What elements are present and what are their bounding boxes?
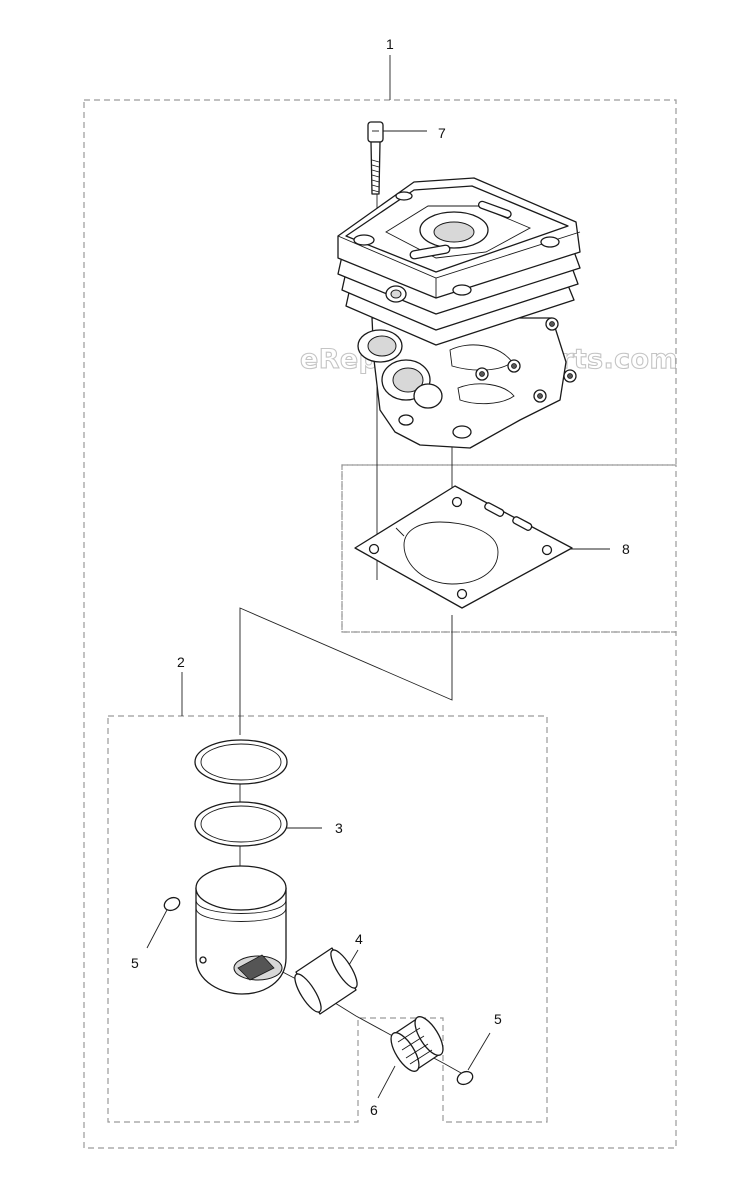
cylinder	[337, 177, 581, 449]
callout-4: 4	[355, 931, 363, 947]
cylinder-gasket	[354, 485, 573, 609]
cylinder-screw	[367, 121, 384, 195]
needle-bearing	[390, 1016, 444, 1072]
piston-ring-upper	[194, 739, 288, 785]
circlip-left	[163, 896, 181, 912]
circlip-right	[456, 1070, 474, 1086]
callout-5-right: 5	[494, 1011, 502, 1027]
callout-7: 7	[438, 125, 446, 141]
centerline-piston-axis	[239, 607, 453, 735]
assembly-box-gasket	[341, 464, 677, 633]
leader-6	[377, 1065, 396, 1099]
callout-3: 3	[335, 820, 343, 836]
callout-2: 2	[177, 654, 185, 670]
assembly-box-1	[83, 99, 677, 1149]
callout-5-left: 5	[131, 955, 139, 971]
callout-8: 8	[622, 541, 630, 557]
assembly-box-2	[107, 715, 548, 1123]
piston-ring-lower	[194, 801, 288, 847]
callout-6: 6	[370, 1102, 378, 1118]
centerline-pin-axis	[274, 967, 471, 1079]
piston	[195, 865, 287, 995]
leader-5b	[467, 1032, 491, 1071]
leader-5a	[146, 907, 169, 949]
callout-1: 1	[386, 36, 394, 52]
piston-pin	[294, 947, 358, 1015]
